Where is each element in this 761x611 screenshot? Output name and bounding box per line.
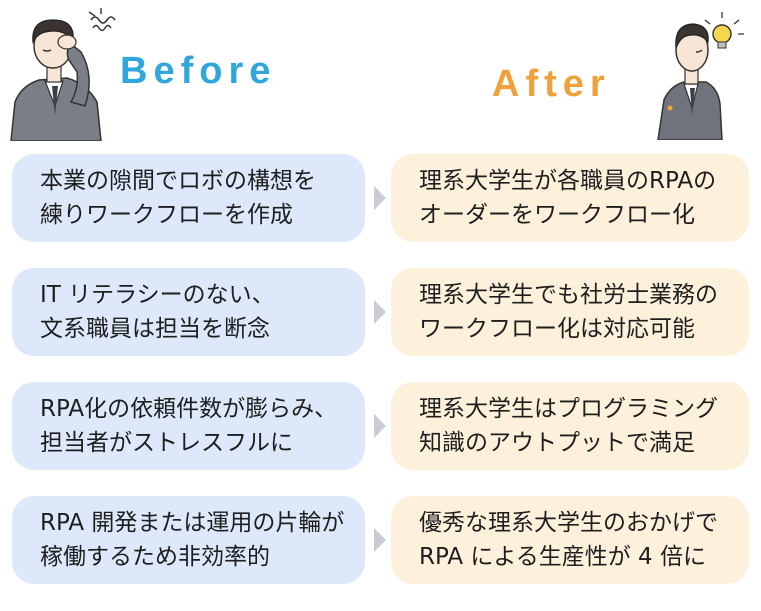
before-box: RPA 開発または運用の片輪が 稼働するため非効率的 [12, 496, 365, 584]
before-heading: Before [120, 50, 277, 92]
after-text: 理系大学生が各職員のRPAの オーダーをワークフロー化 [419, 168, 717, 228]
chevron-right-icon [374, 414, 386, 438]
worried-businessman-illustration [10, 8, 116, 141]
light-bulb-icon [700, 12, 744, 49]
before-box: RPA化の依頼件数が膨らみ、 担当者がストレスフルに [12, 382, 365, 470]
before-text: RPA 開発または運用の片輪が 稼働するため非効率的 [40, 510, 345, 570]
chevron-right-icon [374, 186, 386, 210]
chevron-right-icon [374, 300, 386, 324]
after-text: 理系大学生でも社労士業務の ワークフロー化は対応可能 [419, 282, 718, 342]
after-box: 優秀な理系大学生のおかげで RPA による生産性が 4 倍に [391, 496, 749, 584]
after-heading: After [492, 63, 611, 105]
before-box: IT リテラシーのない、 文系職員は担当を断念 [12, 268, 365, 356]
after-box: 理系大学生でも社労士業務の ワークフロー化は対応可能 [391, 268, 749, 356]
before-text: IT リテラシーのない、 文系職員は担当を断念 [40, 282, 275, 342]
after-text: 優秀な理系大学生のおかげで RPA による生産性が 4 倍に [419, 510, 718, 570]
before-box: 本業の隙間でロボの構想を 練りワークフローを作成 [12, 154, 365, 242]
after-text: 理系大学生はプログラミング 知識のアウトプットで満足 [419, 396, 718, 456]
after-box: 理系大学生はプログラミング 知識のアウトプットで満足 [391, 382, 749, 470]
after-box: 理系大学生が各職員のRPAの オーダーをワークフロー化 [391, 154, 749, 242]
before-text: 本業の隙間でロボの構想を 練りワークフローを作成 [40, 168, 316, 228]
chevron-right-icon [374, 528, 386, 552]
before-text: RPA化の依頼件数が膨らみ、 担当者がストレスフルに [40, 396, 338, 456]
inspired-businessman-illustration [657, 12, 744, 140]
